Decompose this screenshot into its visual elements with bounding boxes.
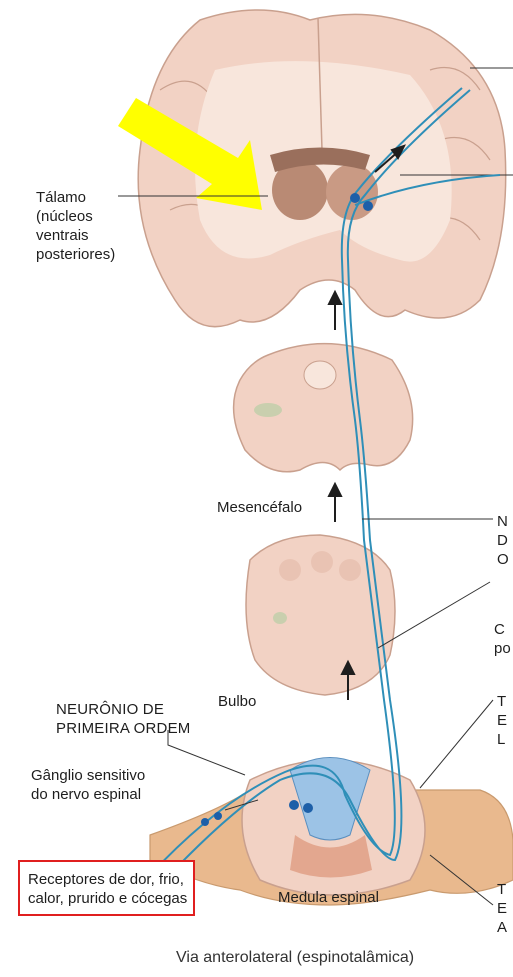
right-label-2-line-2: po	[494, 639, 511, 658]
right-label-4-line-2: E	[497, 899, 507, 918]
thalamus-label-line-1: Tálamo	[36, 188, 115, 207]
thalamus-label-line-2: (núcleos	[36, 207, 115, 226]
right-label-4-line-1: T	[497, 880, 507, 899]
sensory-ganglion-label: Gânglio sensitivo do nervo espinal	[31, 766, 145, 804]
thalamus-label-line-4: posteriores)	[36, 245, 115, 264]
right-label-1-line-1: N	[497, 512, 509, 531]
midbrain-label: Mesencéfalo	[217, 498, 302, 517]
right-label-3: T E L	[497, 692, 507, 749]
right-label-4: T E A	[497, 880, 507, 937]
sensory-ganglion-line-1: Gânglio sensitivo	[31, 766, 145, 785]
right-label-3-line-1: T	[497, 692, 507, 711]
right-label-3-line-3: L	[497, 730, 507, 749]
midbrain-section	[234, 344, 413, 472]
receptors-line-2: calor, prurido e cócegas	[28, 889, 187, 908]
right-label-1-line-3: O	[497, 550, 509, 569]
thalamus-label: Tálamo (núcleos ventrais posteriores)	[36, 188, 115, 264]
receptors-box: Receptores de dor, frio, calor, prurido …	[18, 860, 195, 916]
first-order-neuron-label: NEURÔNIO DE PRIMEIRA ORDEM	[56, 700, 190, 738]
figure-caption: Via anterolateral (espinotalâmica)	[176, 948, 414, 967]
sensory-ganglion-line-2: do nervo espinal	[31, 785, 145, 804]
right-label-1-line-2: D	[497, 531, 509, 550]
receptors-line-1: Receptores de dor, frio,	[28, 870, 187, 889]
right-label-2-line-1: C	[494, 620, 511, 639]
right-label-4-line-3: A	[497, 918, 507, 937]
right-label-3-line-2: E	[497, 711, 507, 730]
spinal-cord-label: Medula espinal	[278, 888, 379, 907]
medulla-label: Bulbo	[218, 692, 256, 711]
first-order-neuron-line-2: PRIMEIRA ORDEM	[56, 719, 190, 738]
first-order-neuron-line-1: NEURÔNIO DE	[56, 700, 190, 719]
thalamus-label-line-3: ventrais	[36, 226, 115, 245]
right-label-2: C po	[494, 620, 511, 658]
right-label-1: N D O	[497, 512, 509, 569]
